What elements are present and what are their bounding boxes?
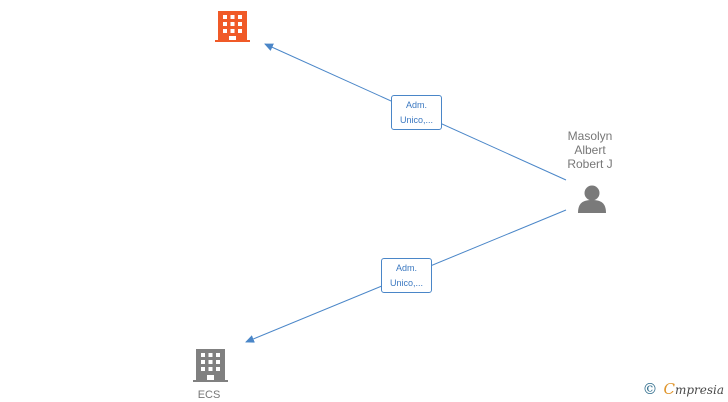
empresia-watermark: © Cmpresia: [642, 380, 724, 398]
edge-label-bottom-line-1: Adm.: [395, 263, 417, 273]
watermark-text: mpresia: [674, 383, 724, 397]
edge-label-bottom[interactable]: Adm. Unico,...: [381, 258, 432, 293]
person-name-line-2: Albert: [574, 143, 606, 157]
building-icon[interactable]: [215, 11, 250, 42]
person-icon[interactable]: [578, 185, 606, 214]
person-name-line-3: Robert J: [567, 157, 613, 171]
copyright-icon: ©: [642, 380, 658, 398]
building-icon[interactable]: [193, 349, 228, 382]
edge-label-bottom-line-2: Unico,...: [389, 278, 423, 288]
person-name-label: Masolyn Albert Robert J: [555, 129, 625, 171]
edge-label-top-line-1: Adm.: [405, 100, 427, 110]
person-name-line-1: Masolyn: [567, 129, 613, 143]
watermark-initial: C: [663, 380, 675, 398]
edge-label-top[interactable]: Adm. Unico,...: [391, 95, 442, 130]
company-name-label: ECS: [197, 389, 221, 401]
edge-label-top-line-2: Unico,...: [399, 115, 433, 125]
